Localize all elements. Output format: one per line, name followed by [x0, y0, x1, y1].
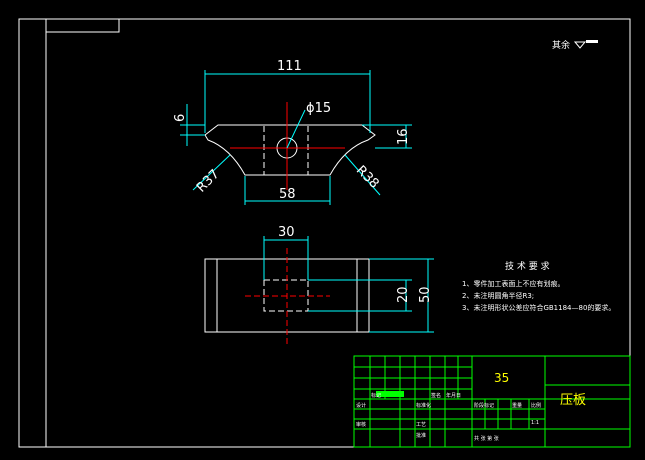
dim-58-text: 58: [279, 187, 296, 202]
inner-frame: [45, 18, 631, 448]
tech-title: 技 术 要 求: [505, 260, 550, 272]
dim-6-text: 6: [173, 114, 188, 122]
outer-frame: [18, 18, 631, 448]
roughness-symbol: [573, 41, 587, 49]
top-view: 111 ϕ15 6 16 R37 R38 58: [173, 59, 412, 205]
hole-leader: [286, 109, 306, 149]
label-sign: 签名: [431, 392, 441, 399]
material-text: 35: [494, 371, 509, 385]
label-process: 工艺: [416, 422, 426, 428]
title-block-frame: [353, 355, 631, 448]
plate-outline: [204, 124, 376, 176]
dim-111-text: 111: [277, 59, 302, 74]
tb-highlight: [376, 391, 404, 397]
corner-box: [45, 18, 120, 33]
label-date: 年月日: [446, 392, 461, 399]
label-design: 设计: [356, 402, 366, 409]
label-sheets: 共 张 第 张: [474, 435, 499, 442]
roughness-bar: [586, 40, 598, 43]
tech-requirements: 技 术 要 求 1、零件加工表面上不应有划痕。 2、未注明圆角半径R3; 3、未…: [462, 260, 615, 312]
label-stage: 阶段标记: [474, 402, 494, 409]
tech-item-2: 2、未注明圆角半径R3;: [462, 291, 534, 300]
r38-leader: [344, 154, 381, 196]
front-view: 30 20 50: [204, 225, 434, 345]
dim-16-text: 16: [396, 128, 411, 145]
label-approve: 批准: [416, 432, 426, 439]
label-check: 审核: [356, 421, 366, 428]
r37-leader: [192, 154, 231, 191]
label-mark: 标记: [371, 392, 381, 399]
tech-item-1: 1、零件加工表面上不应有划痕。: [462, 279, 564, 288]
label-weight: 重量: [512, 402, 522, 409]
scale-value: 1:1: [531, 420, 539, 426]
dim-r38-text: R38: [353, 163, 382, 192]
dim-50-text: 50: [418, 286, 433, 303]
dim-hole-text: ϕ15: [306, 101, 331, 116]
tech-item-3: 3、未注明形状公差应符合GB1184—80的要求。: [462, 303, 615, 312]
part-name-text: 压板: [560, 393, 586, 408]
dim-r37-text: R37: [194, 167, 223, 196]
title-block: 35 压板 标记 签名 年月日 设计 标准化 阶段标记 重量 比例 1:1 审核…: [353, 355, 631, 448]
label-standardize: 标准化: [416, 402, 431, 409]
dim-20-text: 20: [396, 286, 411, 303]
label-scale: 比例: [531, 402, 541, 409]
surface-note: 其余: [552, 39, 570, 51]
dim-30-text: 30: [278, 225, 295, 240]
